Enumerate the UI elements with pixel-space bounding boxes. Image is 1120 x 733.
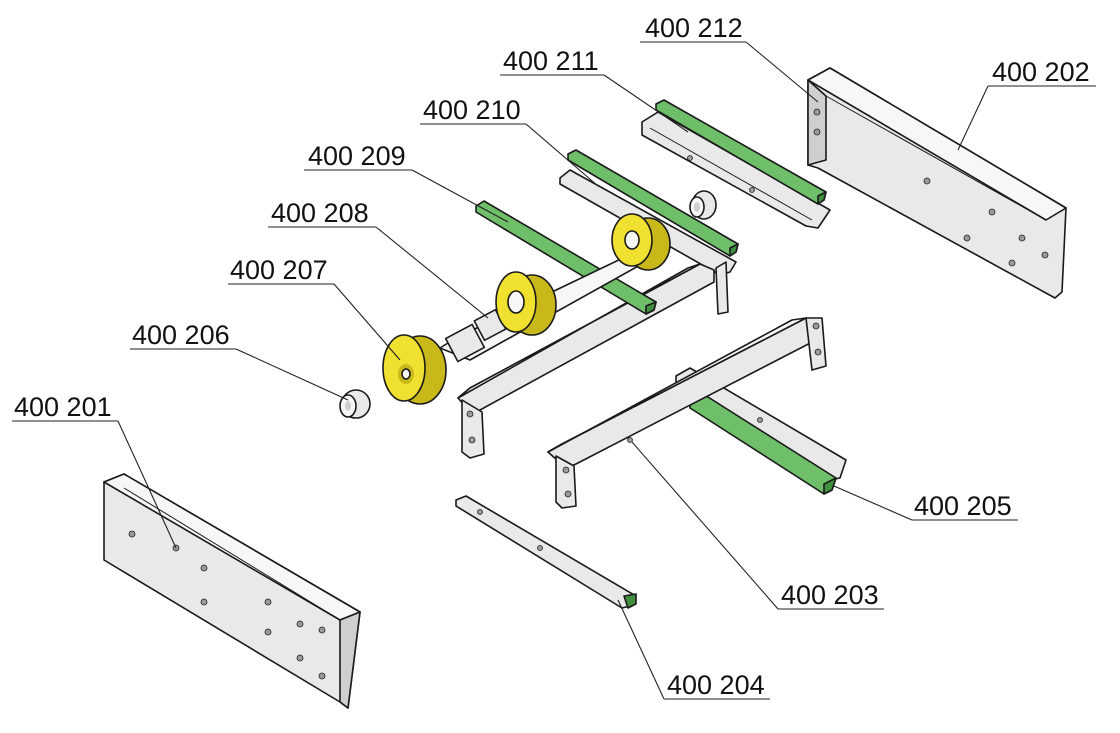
label-400-202: 400 202 [992,57,1090,87]
label-400-211: 400 211 [503,46,599,76]
label-400-203: 400 203 [781,580,879,610]
label-400-204: 400 204 [667,670,765,700]
label-400-208: 400 208 [271,198,369,228]
label-400-210: 400 210 [423,95,521,125]
part-400-202-side-panel [807,67,1067,299]
label-400-206: 400 206 [132,320,230,350]
part-400-206-bushing [339,389,371,419]
leader-lines [12,41,1096,700]
part-400-209-green-rail [475,200,657,315]
label-400-205: 400 205 [914,491,1012,521]
part-bushing-right [689,190,717,220]
part-labels: 400 212 400 211 400 210 400 209 400 208 … [14,13,1090,700]
part-400-204-small-bracket [455,495,637,609]
label-400-209: 400 209 [308,141,406,171]
label-400-201: 400 201 [14,392,112,422]
part-400-203-front-rail [547,317,827,509]
part-roller-rear [611,213,671,271]
label-400-207: 400 207 [230,255,328,285]
part-400-201-side-panel [103,473,361,709]
part-400-207-roller-front [382,334,447,405]
part-roller-middle [495,271,557,336]
part-400-211-bracket [641,111,831,229]
label-400-212: 400 212 [645,13,743,43]
